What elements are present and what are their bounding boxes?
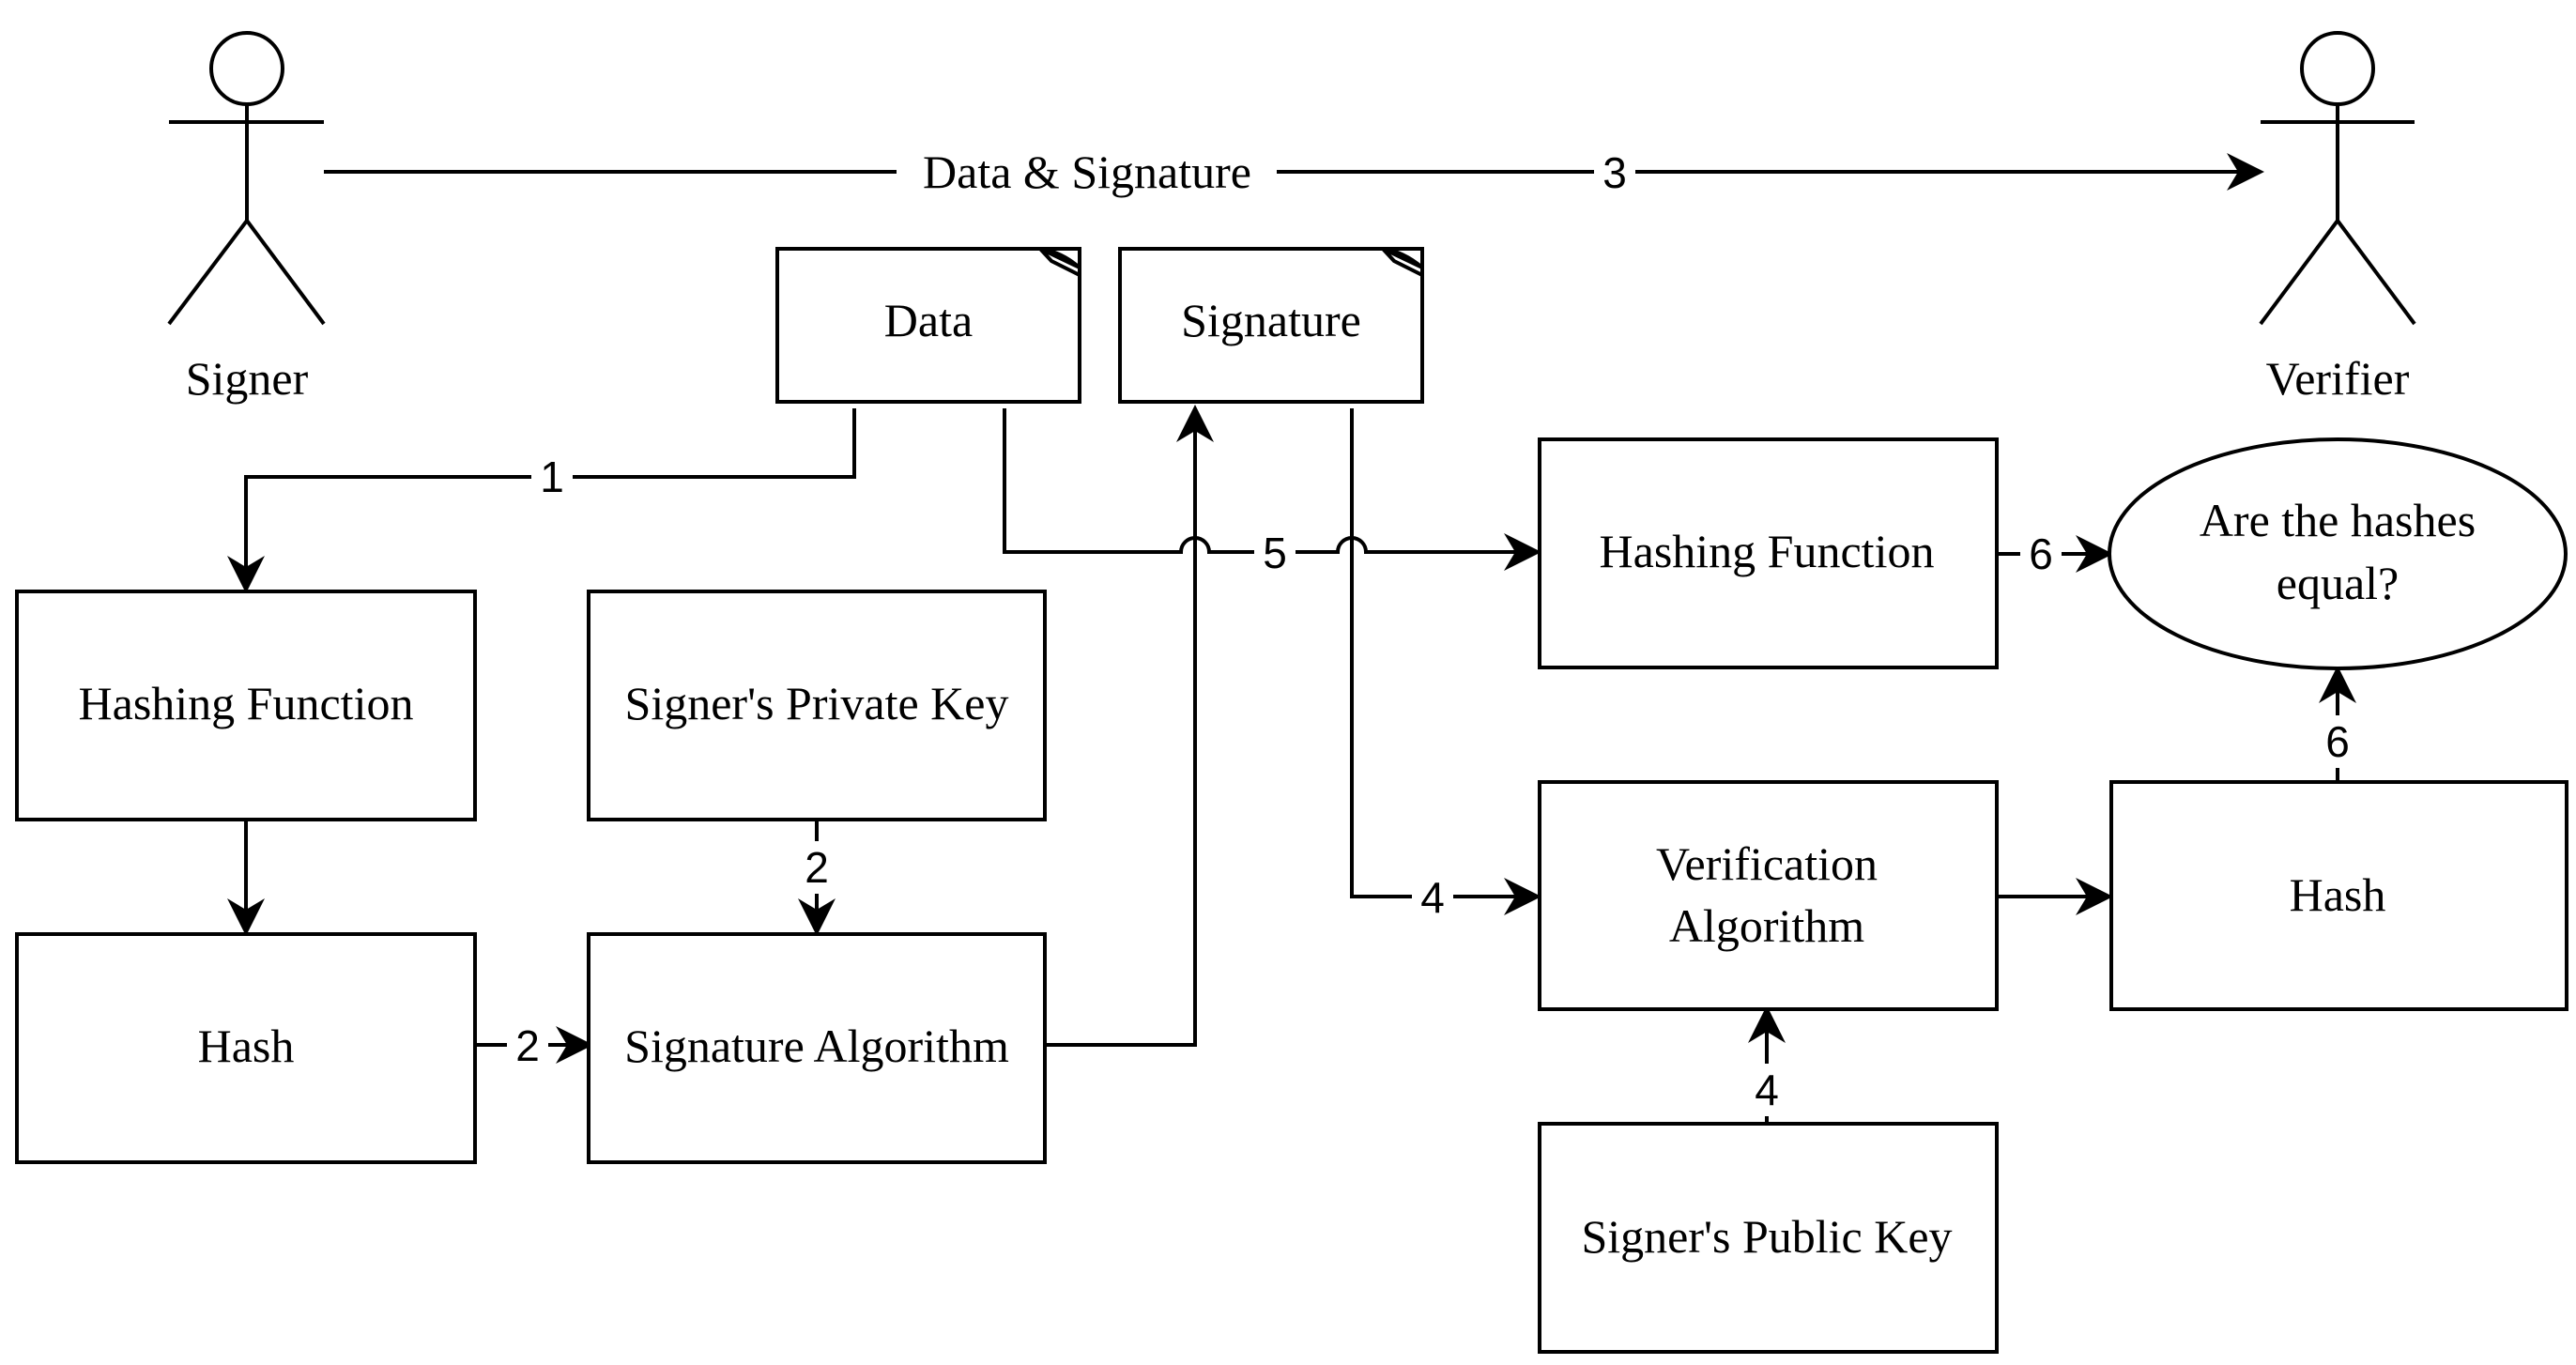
verifier-hash-box: Hash [2109,780,2568,1011]
step-2-key-label: 2 [805,843,829,892]
signature-document: Signature [1118,247,1424,404]
verifier-label: Verifier [2266,352,2410,405]
verifier-hashing-function-box: Hashing Function [1538,437,1999,669]
edge-signature-to-verification [1350,408,1541,915]
signer-hashing-function-box: Hashing Function [15,590,477,821]
step-6-hash-label: 6 [2325,717,2350,766]
signature-algorithm-label: Signature Algorithm [624,1020,1009,1072]
edge-data-to-verifier-hashing [1003,408,1541,571]
transfer-label: Data & Signature [923,146,1251,198]
signer-hashing-function-label: Hashing Function [79,677,414,729]
private-key-label: Signer's Private Key [625,677,1009,729]
signer-label: Signer [186,352,309,405]
step-4-signature-label: 4 [1420,873,1445,922]
signature-document-label: Signature [1181,294,1361,346]
verifier-hashing-function-label: Hashing Function [1600,525,1935,577]
signer-hash-label: Hash [198,1020,295,1072]
data-document-label: Data [884,294,973,346]
signer-hash-box: Hash [15,932,477,1164]
step-4-key-label: 4 [1755,1066,1779,1114]
public-key-label: Signer's Public Key [1581,1210,1952,1263]
public-key-box: Signer's Public Key [1538,1122,1999,1354]
verification-algorithm-box: Verification Algorithm [1538,780,1999,1011]
decision-label-line2: equal? [2277,557,2399,609]
step-2-hash-label: 2 [515,1021,540,1070]
step-1-label: 1 [540,452,564,501]
signature-algorithm-box: Signature Algorithm [587,932,1047,1164]
edge-sigalg-to-signature [1045,405,1214,1047]
step-5-label: 5 [1263,529,1287,577]
hash-comparison-decision: Are the hashes equal? [2108,437,2568,670]
verification-algorithm-label-line1: Verification [1656,837,1878,890]
verification-algorithm-label-line2: Algorithm [1669,899,1864,952]
verifier-actor: Verifier [2259,31,2416,405]
private-key-box: Signer's Private Key [587,590,1047,821]
step-3-label: 3 [1602,148,1627,197]
verifier-hash-label: Hash [2290,868,2386,921]
signer-actor: Signer [167,31,326,405]
step-6-function-label: 6 [2029,529,2053,578]
decision-label-line1: Are the hashes [2200,494,2476,546]
data-document: Data [775,247,1081,404]
